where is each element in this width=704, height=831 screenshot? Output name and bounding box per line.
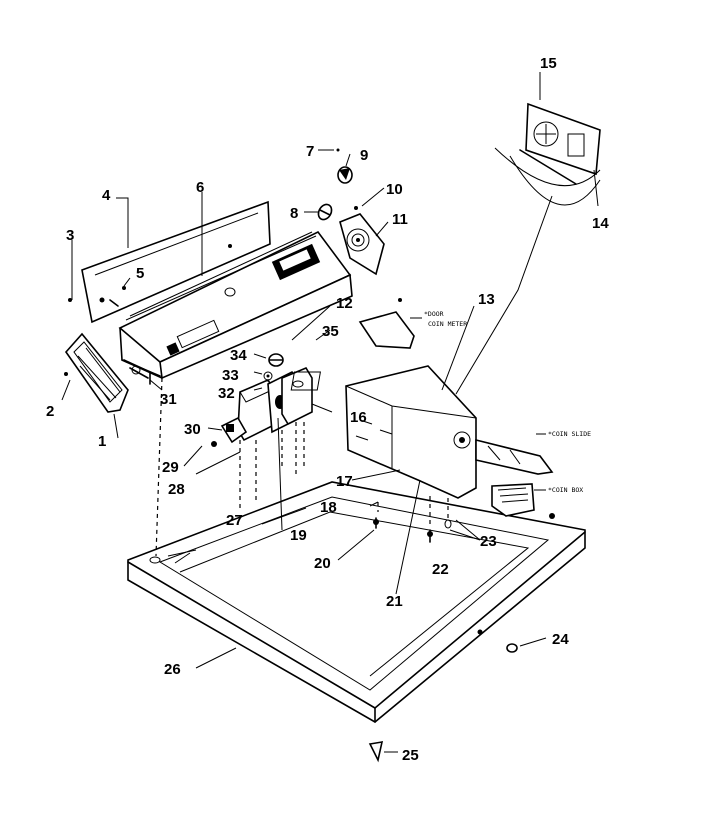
note-door: *DOOR	[424, 310, 444, 318]
callout-23: 23	[480, 533, 497, 550]
callout-10: 10	[386, 181, 403, 198]
callout-32: 32	[218, 385, 235, 402]
fasteners	[211, 441, 518, 763]
control-panel-rear	[68, 200, 271, 324]
callout-8: 8	[290, 205, 298, 222]
callout-17: 17	[336, 473, 353, 490]
callout-27: 27	[226, 512, 243, 529]
callout-33: 33	[222, 367, 239, 384]
note-coin-box: *COIN BOX	[548, 486, 583, 494]
callout-19: 19	[290, 527, 307, 544]
end-cap-bracket	[123, 359, 151, 385]
note-coin-slide: *COIN SLIDE	[548, 430, 591, 438]
top-panel	[127, 481, 586, 723]
leader-lines	[61, 72, 599, 753]
coin-meter-door	[358, 298, 415, 349]
callout-7: 7	[306, 143, 314, 160]
callout-6: 6	[196, 179, 204, 196]
callout-30: 30	[184, 421, 201, 438]
coin-slide	[475, 438, 554, 475]
assembly-guide-lines	[155, 377, 449, 557]
right-end-cap	[339, 213, 385, 276]
control-console	[118, 230, 353, 380]
callout-5: 5	[136, 265, 144, 282]
callout-22: 22	[432, 561, 449, 578]
callout-11: 11	[392, 211, 408, 228]
left-end-cap	[64, 332, 129, 413]
callout-13: 13	[478, 291, 495, 308]
callout-14: 14	[592, 215, 609, 232]
coin-box	[491, 483, 535, 517]
callout-29: 29	[162, 459, 179, 476]
callout-15: 15	[540, 55, 557, 72]
callout-18: 18	[320, 499, 337, 516]
callout-1: 1	[98, 433, 106, 450]
push-button-parts	[261, 353, 284, 393]
part-notes: *DOOR COIN METER *COIN SLIDE *COIN BOX	[424, 310, 591, 494]
timer-assembly	[494, 102, 601, 206]
callout-26: 26	[164, 661, 181, 678]
switch-housings	[220, 366, 313, 444]
callout-28: 28	[168, 481, 185, 498]
callout-4: 4	[102, 187, 111, 204]
knob-assembly	[317, 148, 358, 221]
callout-9: 9	[360, 147, 368, 164]
note-coin-meter: COIN METER	[428, 320, 467, 328]
callout-labels: 4 3 5 6 7 9 8 10 11 12 15 13 14 2 1 31 3…	[46, 55, 609, 764]
callout-16: 16	[350, 409, 367, 426]
callout-12: 12	[336, 295, 353, 312]
coin-mechanism-housing	[290, 365, 477, 499]
callout-20: 20	[314, 555, 331, 572]
callout-31: 31	[160, 391, 177, 408]
callout-24: 24	[552, 631, 569, 648]
callout-25: 25	[402, 747, 419, 764]
callout-34: 34	[230, 347, 247, 364]
callout-21: 21	[386, 593, 403, 610]
callout-3: 3	[66, 227, 74, 244]
callout-35: 35	[322, 323, 339, 340]
callout-2: 2	[46, 403, 54, 420]
